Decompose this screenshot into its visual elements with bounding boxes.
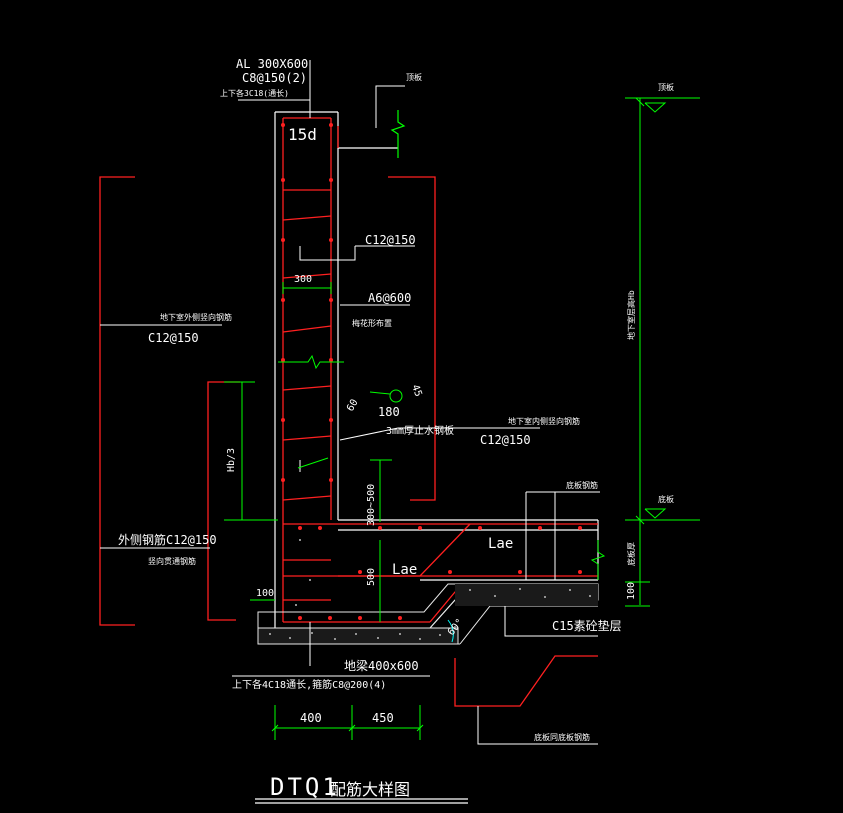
lae-upper-label: Lae bbox=[488, 536, 513, 552]
leader-lines bbox=[100, 60, 600, 745]
dim-450-label: 450 bbox=[372, 711, 394, 725]
concrete-cushion bbox=[257, 583, 599, 645]
angle-45-label: 45 bbox=[409, 383, 423, 398]
title-underline bbox=[255, 798, 468, 804]
bottom-level-label: 底板 bbox=[658, 494, 674, 504]
dim-300-500-label: 300~500 bbox=[366, 484, 377, 526]
concrete-speckle bbox=[269, 539, 591, 640]
drawing-title-suffix: 配筋大样图 bbox=[330, 780, 410, 799]
top-slab-label: 顶板 bbox=[406, 72, 422, 82]
bottom-bar-note-label: 底板钢筋 bbox=[566, 480, 598, 490]
waterstop-label: 3mm厚止水钢板 bbox=[386, 424, 454, 437]
dim-300-label: 300 bbox=[294, 274, 312, 285]
anchor-15d-label: 15d bbox=[288, 125, 317, 144]
outer-bottom-bar-label: 外侧钢筋C12@150 bbox=[118, 532, 217, 547]
dim-100-left-label: 100 bbox=[256, 588, 274, 599]
top-level-label: 顶板 bbox=[658, 82, 674, 92]
dim-500-label: 500 bbox=[366, 568, 377, 586]
rebar-cage bbox=[99, 117, 598, 707]
tie-bar-label: A6@600 bbox=[368, 291, 411, 305]
wall-height-label: 地下室层高Hb bbox=[626, 290, 636, 340]
beam-name-label: AL 300X600 bbox=[236, 57, 308, 71]
beam-stirrup-label: C8@150(2) bbox=[242, 71, 307, 85]
dim-hb3-label: Hb/3 bbox=[226, 448, 237, 472]
lae-lower-label: Lae bbox=[392, 562, 417, 578]
inner-bar-label: C12@150 bbox=[480, 433, 531, 447]
outer-bottom-note-label: 竖向贯通钢筋 bbox=[148, 556, 196, 566]
drawing-title: DTQ1 bbox=[270, 773, 340, 801]
tie-note-label: 梅花形布置 bbox=[352, 318, 392, 328]
angle-60-label: 60 bbox=[345, 398, 361, 414]
beam-bars-label: 上下各3C18(通长) bbox=[220, 88, 289, 98]
outer-note-label: 地下室外侧竖向钢筋 bbox=[160, 312, 232, 322]
inner-note-label: 地下室内侧竖向钢筋 bbox=[508, 416, 580, 426]
pit-note-label: 底板同底板钢筋 bbox=[534, 732, 590, 742]
dim-400-label: 400 bbox=[300, 711, 322, 725]
dim-180-label: 180 bbox=[378, 405, 400, 419]
dimension-lines bbox=[224, 97, 700, 740]
foot-beam-bars-label: 上下各4C18通长,箍筋C8@200(4) bbox=[232, 678, 386, 691]
foot-beam-label: 地梁400x600 bbox=[344, 658, 419, 673]
wall-outline bbox=[274, 110, 599, 628]
cushion-label: C15素砼垫层 bbox=[552, 618, 622, 633]
rebar-dots bbox=[281, 123, 582, 620]
dim-100-right-label: 100 bbox=[626, 582, 637, 600]
foot-angle-mark bbox=[447, 619, 454, 643]
slab-thk-label: 底板厚 bbox=[626, 542, 636, 566]
vert-rebar-label: C12@150 bbox=[365, 233, 416, 247]
waterstop-symbol bbox=[278, 354, 403, 469]
outer-bar-label: C12@150 bbox=[148, 331, 199, 345]
